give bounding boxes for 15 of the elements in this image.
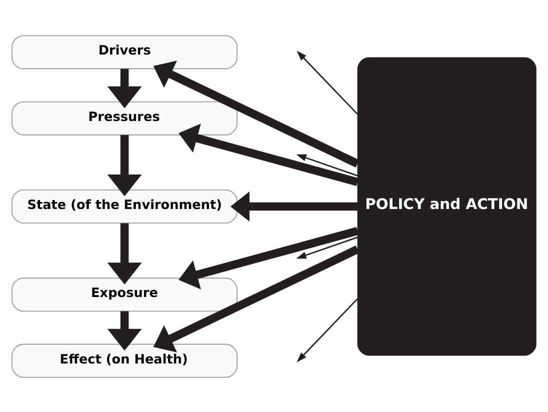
node-box: Effect (on Health)	[12, 343, 238, 378]
arrow	[107, 310, 142, 350]
node-box: Drivers	[12, 34, 238, 69]
node-box: State (of the Environment)	[12, 189, 238, 223]
node-box: Pressures	[12, 100, 238, 135]
arrow	[178, 123, 359, 186]
arrow	[107, 68, 142, 108]
arrow	[153, 60, 360, 167]
arrow	[153, 245, 360, 352]
node-box: Exposure	[12, 277, 238, 312]
arrow	[178, 226, 359, 289]
arrow	[107, 222, 142, 284]
arrow	[230, 190, 358, 222]
arrow	[107, 134, 142, 196]
node-box: POLICY and ACTION	[357, 56, 536, 356]
